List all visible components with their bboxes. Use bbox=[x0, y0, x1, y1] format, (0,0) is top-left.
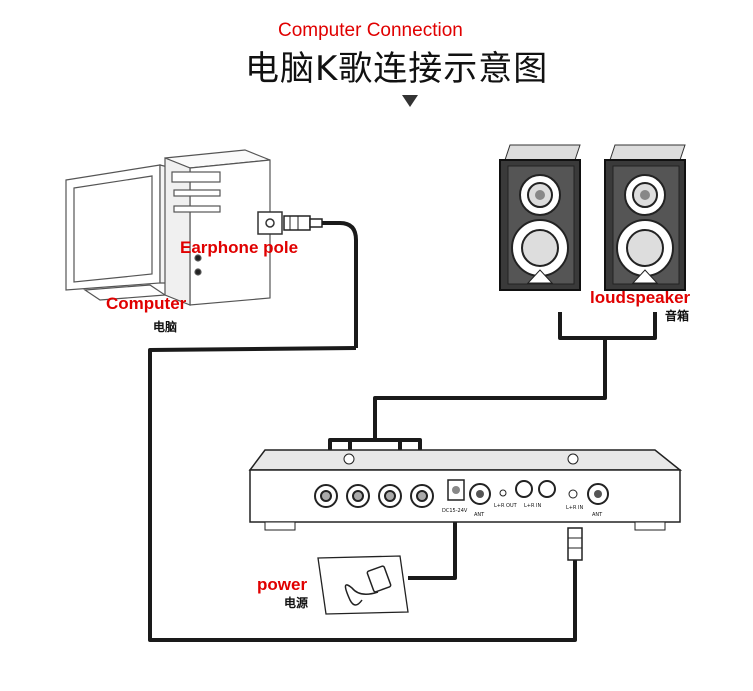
speaker-cable bbox=[558, 312, 657, 340]
label-dc-in: DC15-24V bbox=[442, 508, 468, 514]
receiver-unit: DC15-24V ANT L+R OUT L+R IN L+R IN ANT bbox=[248, 449, 683, 531]
earphone-pole-label: Earphone pole bbox=[180, 238, 299, 257]
pc-tower bbox=[164, 149, 271, 306]
computer-label-zh: 电脑 bbox=[153, 320, 178, 334]
loudspeaker-label: loudspeaker bbox=[590, 288, 691, 307]
label-lr-in-2: L+R IN bbox=[566, 505, 584, 511]
power-label: power bbox=[257, 575, 308, 594]
title-chinese: 电脑K歌连接示意图 bbox=[245, 49, 549, 89]
label-lr-out: L+R OUT bbox=[494, 503, 518, 509]
monitor bbox=[65, 164, 173, 301]
speaker-left bbox=[499, 144, 581, 291]
power-label-zh: 电源 bbox=[284, 596, 309, 610]
speaker-right bbox=[604, 144, 686, 291]
audio-plug bbox=[567, 527, 583, 561]
title-english: Computer Connection bbox=[278, 20, 463, 41]
rca-ports bbox=[314, 484, 434, 508]
label-ant-left: ANT bbox=[474, 512, 485, 518]
earphone-jack bbox=[257, 211, 358, 348]
antenna-port-left bbox=[469, 483, 491, 505]
earphone-cable bbox=[148, 346, 577, 642]
speaker-to-receiver bbox=[373, 338, 607, 440]
label-ant-right: ANT bbox=[592, 512, 603, 518]
antenna-port-right bbox=[587, 483, 609, 505]
computer-illustration bbox=[65, 149, 271, 306]
power-adapter bbox=[317, 555, 409, 615]
label-lr-in: L+R IN bbox=[524, 503, 542, 509]
loudspeaker-label-zh: 音箱 bbox=[665, 309, 690, 323]
computer-label: Computer bbox=[106, 294, 187, 313]
power-cable bbox=[408, 520, 457, 580]
arrow-down-icon bbox=[402, 95, 418, 107]
